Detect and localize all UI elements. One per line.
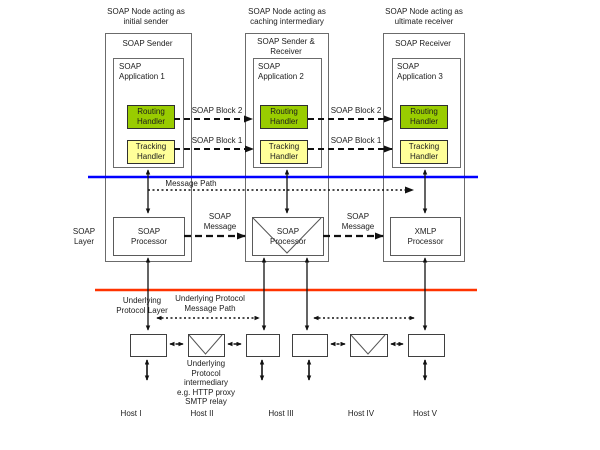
protocol-intermediary-box-host2 xyxy=(188,334,225,357)
tracking-handler-2: Tracking Handler xyxy=(260,140,308,164)
protocol-box-host3-left xyxy=(246,334,280,357)
underlying-protocol-layer-label: Underlying Protocol Layer xyxy=(116,296,168,315)
soap-application-2-label: SOAP Application 2 xyxy=(258,62,304,81)
soap-block2-left-label: SOAP Block 2 xyxy=(191,106,243,115)
protocol-box-host5 xyxy=(408,334,445,357)
soap-block1-left-label: SOAP Block 1 xyxy=(191,136,243,145)
caption-caching-intermediary: SOAP Node acting as caching intermediary xyxy=(248,7,326,26)
host4-label: Host IV xyxy=(347,409,375,418)
xmlp-processor-box: XMLP Processor xyxy=(390,217,461,256)
protocol-box-host3-right xyxy=(292,334,328,357)
underlying-intermediary-label: Underlying Protocol intermediary e.g. HT… xyxy=(176,359,236,407)
soap-application-3-label: SOAP Application 3 xyxy=(397,62,443,81)
message-path-label: Message Path xyxy=(165,179,217,188)
soap-sender-title: SOAP Sender xyxy=(122,39,173,48)
soap-layer-label: SOAP Layer xyxy=(72,227,96,246)
routing-handler-3: Routing Handler xyxy=(400,105,448,129)
routing-handler-1: Routing Handler xyxy=(127,105,175,129)
soap-receiver-title: SOAP Receiver xyxy=(395,39,451,48)
protocol-box-host1 xyxy=(130,334,167,357)
soap-application-2-box xyxy=(253,58,322,168)
soap-processor-1-box: SOAP Processor xyxy=(113,217,185,256)
host1-label: Host I xyxy=(120,409,142,418)
soap-processor-2-box: SOAP Processor xyxy=(252,217,324,256)
soap-message-right-label: SOAP Message xyxy=(341,212,375,231)
caption-initial-sender: SOAP Node acting as initial sender xyxy=(107,7,185,26)
caption-ultimate-receiver: SOAP Node acting as ultimate receiver xyxy=(385,7,463,26)
soap-message-left-label: SOAP Message xyxy=(203,212,237,231)
soap-application-1-label: SOAP Application 1 xyxy=(119,62,165,81)
soap-application-3-box xyxy=(392,58,461,168)
soap-block2-right-label: SOAP Block 2 xyxy=(330,106,382,115)
soap-application-1-box xyxy=(113,58,184,168)
host2-label: Host II xyxy=(190,409,214,418)
soap-block1-right-label: SOAP Block 1 xyxy=(330,136,382,145)
routing-handler-2: Routing Handler xyxy=(260,105,308,129)
host5-label: Host V xyxy=(412,409,437,418)
underlying-message-path-label: Underlying Protocol Message Path xyxy=(175,294,245,313)
soap-sender-receiver-title: SOAP Sender & Receiver xyxy=(257,37,315,56)
tracking-handler-1: Tracking Handler xyxy=(127,140,175,164)
protocol-intermediary-box-host4 xyxy=(350,334,388,357)
host3-label: Host III xyxy=(268,409,294,418)
tracking-handler-3: Tracking Handler xyxy=(400,140,448,164)
